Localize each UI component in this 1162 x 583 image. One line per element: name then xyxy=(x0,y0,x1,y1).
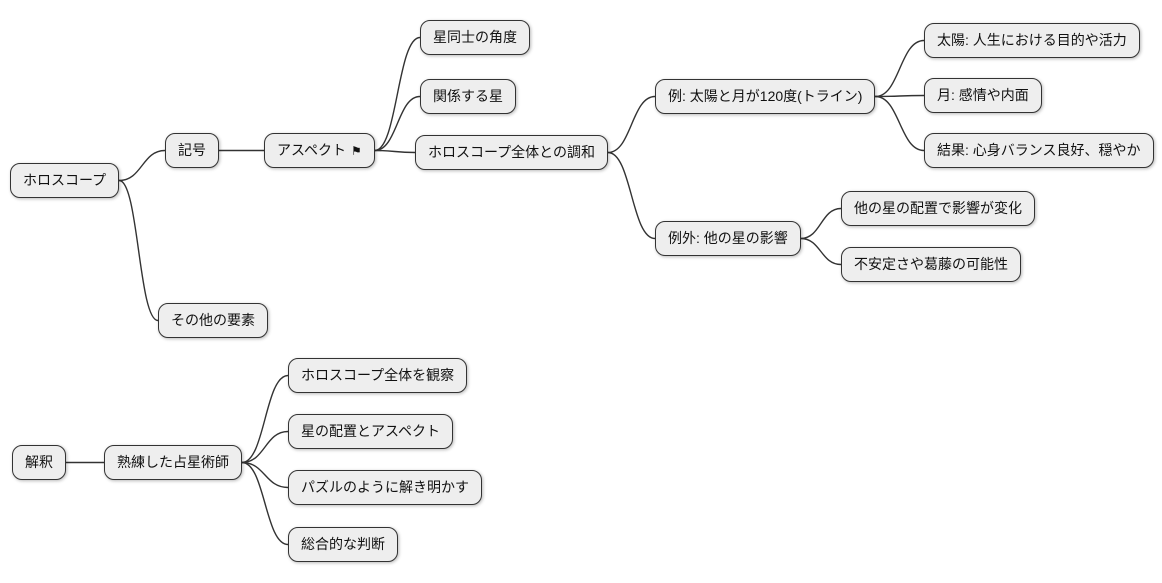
node-label: ホロスコープ xyxy=(23,172,107,188)
node-placement-aspects: 星の配置とアスペクト xyxy=(288,414,454,449)
node-overall-judgement: 総合的な判断 xyxy=(288,527,398,562)
node-star-angles: 星同士の角度 xyxy=(420,20,530,55)
node-label: 他の星の配置で影響が変化 xyxy=(854,200,1022,216)
node-moon: 月: 感情や内面 xyxy=(924,78,1042,113)
node-label: 熟練した占星術師 xyxy=(117,454,229,470)
node-label: 記号 xyxy=(178,142,206,158)
node-label: 星同士の角度 xyxy=(433,29,517,45)
node-instability: 不安定さや葛藤の可能性 xyxy=(841,247,1021,282)
node-label: 不安定さや葛藤の可能性 xyxy=(854,256,1008,272)
node-label: その他の要素 xyxy=(171,312,255,328)
node-exception: 例外: 他の星の影響 xyxy=(655,221,801,256)
node-label: 結果: 心身バランス良好、穏やか xyxy=(937,142,1141,158)
node-label: 例外: 他の星の影響 xyxy=(668,230,788,246)
node-astrologer: 熟練した占星術師 xyxy=(104,445,242,480)
flag-icon: ⚑ xyxy=(351,143,362,158)
node-label: 例: 太陽と月が120度(トライン) xyxy=(668,88,863,104)
node-label: 総合的な判断 xyxy=(301,536,385,552)
node-horoscope: ホロスコープ xyxy=(10,163,120,198)
node-label: パズルのように解き明かす xyxy=(301,479,469,495)
node-sun: 太陽: 人生における目的や活力 xyxy=(924,23,1140,58)
node-label: アスペクト xyxy=(277,142,347,158)
node-influence-change: 他の星の配置で影響が変化 xyxy=(841,191,1035,226)
node-interpretation: 解釈 xyxy=(12,445,66,480)
node-label: 星の配置とアスペクト xyxy=(301,423,441,439)
node-solve-puzzle: パズルのように解き明かす xyxy=(288,470,482,505)
node-label: 解釈 xyxy=(25,454,53,470)
node-observe-whole: ホロスコープ全体を観察 xyxy=(288,358,468,393)
node-label: 月: 感情や内面 xyxy=(937,87,1029,103)
node-harmony: ホロスコープ全体との調和 xyxy=(415,135,609,170)
node-label: 太陽: 人生における目的や活力 xyxy=(937,32,1127,48)
node-related-stars: 関係する星 xyxy=(420,79,516,114)
node-other-elements: その他の要素 xyxy=(158,303,268,338)
node-label: ホロスコープ全体を観察 xyxy=(301,367,455,383)
node-aspect: アスペクト ⚑ xyxy=(264,133,375,168)
node-example-trine: 例: 太陽と月が120度(トライン) xyxy=(655,79,876,114)
node-label: 関係する星 xyxy=(433,88,503,104)
node-symbol: 記号 xyxy=(165,133,219,168)
node-result: 結果: 心身バランス良好、穏やか xyxy=(924,133,1154,168)
node-label: ホロスコープ全体との調和 xyxy=(428,144,596,160)
